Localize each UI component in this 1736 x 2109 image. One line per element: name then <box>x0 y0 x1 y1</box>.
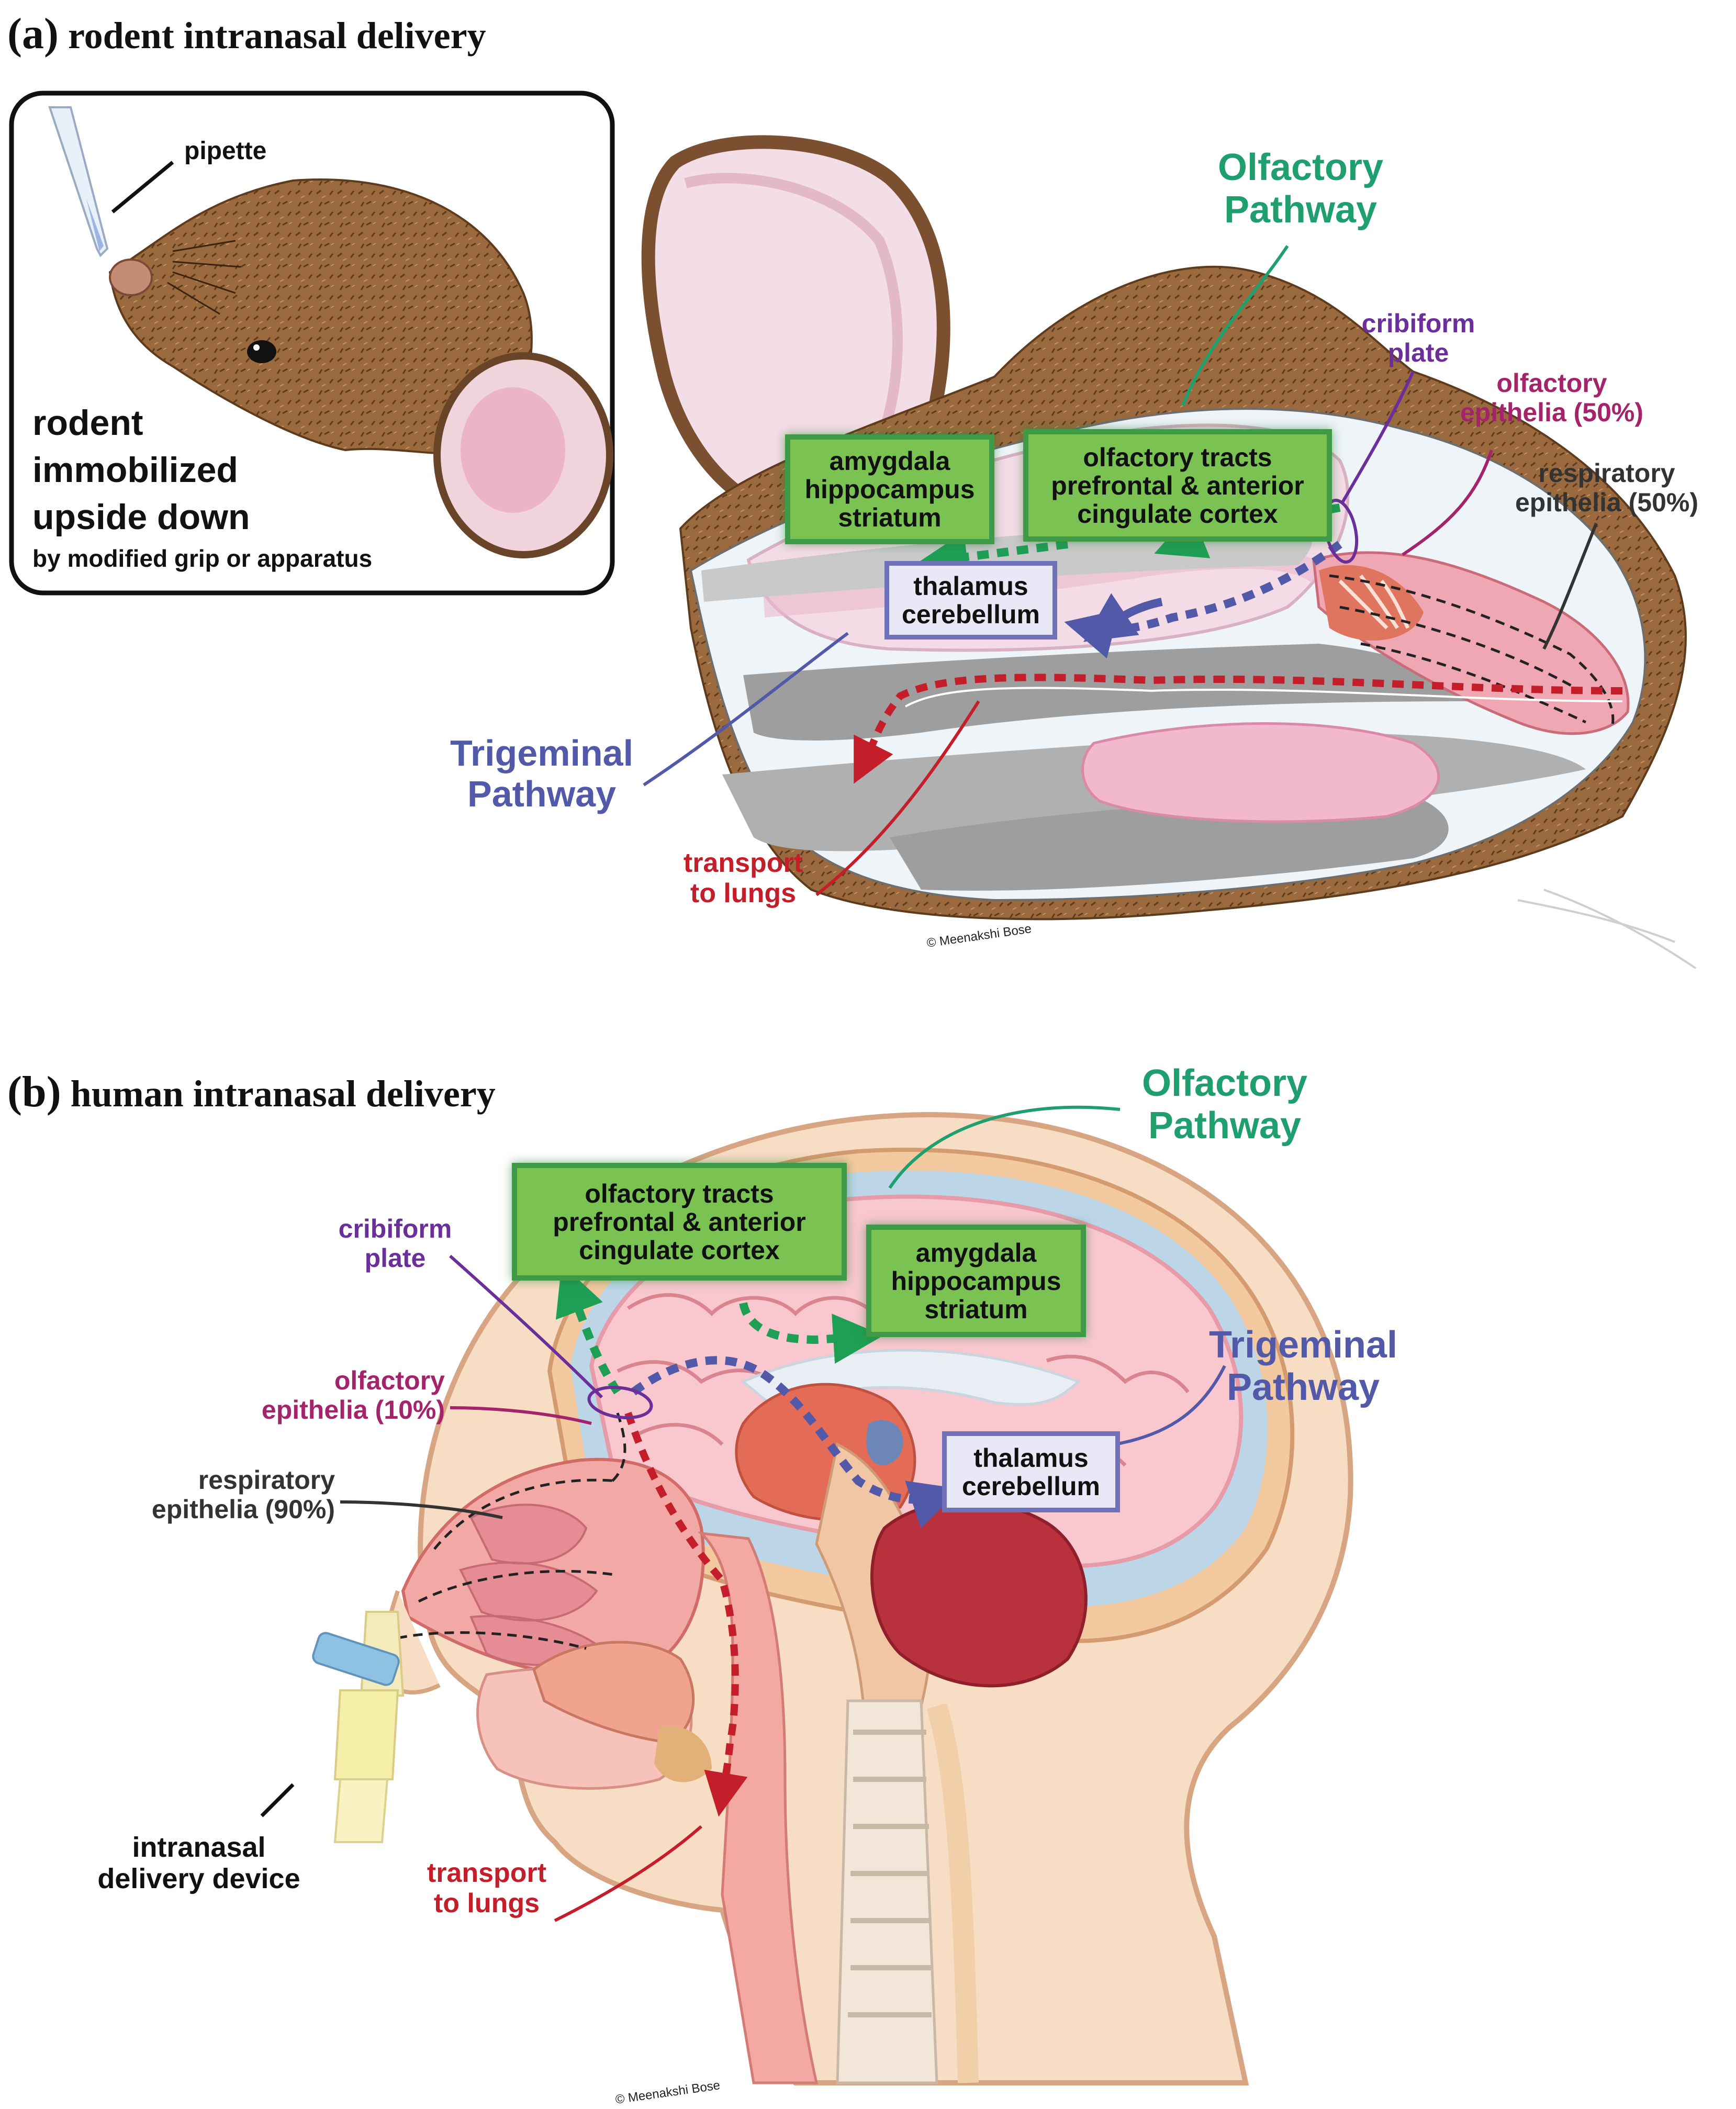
human-cribiform-marker <box>587 1386 653 1419</box>
human-cribiform-line1: cribiform <box>338 1214 452 1243</box>
human-olfactory-pathway-line2: Pathway <box>1148 1104 1302 1147</box>
rodent-olfactory-pathway-line1: Olfactory <box>1217 147 1384 188</box>
rodent-olf-epi-line2: epithelia (50%) <box>1460 398 1644 427</box>
human-trigeminal-arrow <box>631 1356 961 1529</box>
pipette-label: pipette <box>184 137 267 165</box>
human-trigeminal-line2: Pathway <box>1226 1366 1380 1408</box>
human-olf-epi-line2: epithelia (10%) <box>261 1395 445 1424</box>
human-olfactory-pathway-label: Olfactory Pathway <box>1136 1062 1314 1147</box>
rodent-inset-panel <box>9 91 615 596</box>
human-thalamus: thalamus <box>973 1443 1089 1473</box>
rodent-lungs-label: transport to lungs <box>665 848 822 908</box>
panel-a-title: (a) rodent intranasal delivery <box>7 9 486 59</box>
device-line1: intranasal <box>132 1832 266 1863</box>
rodent-limbic-amygdala: amygdala <box>829 446 950 476</box>
human-thalamus-box: thalamus cerebellum <box>942 1431 1120 1512</box>
human-olfactory-box: olfactory tracts prefrontal & anterior c… <box>512 1163 847 1281</box>
rodent-cerebellum: cerebellum <box>901 600 1040 629</box>
rodent-immobilized-label-3: upside down <box>32 497 250 537</box>
human-respiratory-epithelia-label: respiratory epithelia (90%) <box>105 1465 335 1524</box>
human-olf-epi-line1: olfactory <box>334 1366 445 1395</box>
rodent-trigeminal-line1: Trigeminal <box>450 733 634 773</box>
rodent-trigeminal-pathway-label: Trigeminal Pathway <box>440 733 644 815</box>
rodent-cribiform-line2: plate <box>1387 338 1449 367</box>
rodent-limbic-hippocampus: hippocampus <box>804 475 975 504</box>
device-line2: delivery device <box>97 1863 300 1895</box>
rodent-olfactory-arrow-2 <box>917 532 1068 582</box>
human-trigeminal-line1: Trigeminal <box>1208 1324 1398 1366</box>
human-lungs-arrow <box>624 1411 748 1817</box>
rodent-olfactory-pathway-label: Olfactory Pathway <box>1214 147 1387 231</box>
rodent-immobilized-label-2: immobilized <box>32 450 238 490</box>
rodent-resp-epi-line2: epithelia (50%) <box>1515 488 1699 517</box>
human-resp-epi-line1: respiratory <box>198 1465 335 1495</box>
panel-b-letter: (b) <box>7 1068 61 1116</box>
panel-a-letter: (a) <box>7 9 59 58</box>
rodent-lungs-line1: transport <box>683 848 803 878</box>
human-limbic-hippocampus: hippocampus <box>891 1266 1061 1296</box>
intranasal-device-icon <box>312 1611 405 1843</box>
human-olfactory-arrow-right <box>739 1302 883 1364</box>
rodent-thalamus-box: thalamus cerebellum <box>884 561 1057 640</box>
rodent-lungs-arrow <box>854 674 1623 784</box>
human-cerebellum: cerebellum <box>961 1471 1100 1501</box>
human-limbic-box: amygdala hippocampus striatum <box>866 1225 1086 1337</box>
rodent-olfactory-box: olfactory tracts prefrontal & anterior c… <box>1023 429 1332 542</box>
rodent-thalamus: thalamus <box>913 571 1028 601</box>
rodent-limbic-striatum: striatum <box>838 503 942 532</box>
rodent-prefrontal: prefrontal & anterior <box>1051 470 1304 500</box>
rodent-olf-epi-line1: olfactory <box>1496 368 1607 398</box>
human-limbic-amygdala: amygdala <box>915 1238 1037 1267</box>
human-cingulate: cingulate cortex <box>579 1235 780 1265</box>
panel-b-title: (b) human intranasal delivery <box>7 1068 496 1117</box>
human-lungs-label: transport to lungs <box>408 1858 565 1919</box>
rodent-trigeminal-line2: Pathway <box>467 773 616 815</box>
human-lungs-line1: transport <box>427 1858 547 1888</box>
human-trigeminal-pathway-label: Trigeminal Pathway <box>1199 1324 1408 1408</box>
human-olfactory-epithelia-label: olfactory epithelia (10%) <box>220 1366 445 1424</box>
rodent-olfactory-epithelia-label: olfactory epithelia (50%) <box>1455 368 1649 427</box>
human-cribiform-label: cribiform plate <box>324 1214 466 1273</box>
human-olfactory-pathway-line1: Olfactory <box>1141 1062 1308 1104</box>
rodent-head-illustration <box>108 178 613 558</box>
pipette-icon <box>48 106 109 257</box>
panel-b-title-text: human intranasal delivery <box>70 1073 496 1115</box>
rodent-cingulate: cingulate cortex <box>1077 499 1278 529</box>
panel-a-title-text: rodent intranasal delivery <box>68 15 486 57</box>
human-olfactory-tracts: olfactory tracts <box>585 1179 774 1208</box>
rodent-limbic-box: amygdala hippocampus striatum <box>785 434 994 544</box>
rodent-immobilized-label-4: by modified grip or apparatus <box>32 545 373 572</box>
human-resp-epi-line2: epithelia (90%) <box>151 1495 335 1524</box>
human-cribiform-line2: plate <box>364 1243 426 1273</box>
rodent-cribiform-line1: cribiform <box>1361 309 1475 338</box>
rodent-sagittal-illustration <box>641 135 1697 969</box>
rodent-olfactory-tracts: olfactory tracts <box>1083 442 1272 472</box>
human-lungs-line2: to lungs <box>433 1888 540 1919</box>
rodent-immobilized-label-1: rodent <box>32 403 143 443</box>
human-prefrontal: prefrontal & anterior <box>553 1207 806 1237</box>
human-limbic-striatum: striatum <box>924 1294 1028 1324</box>
rodent-lungs-line2: to lungs <box>690 878 797 909</box>
rodent-resp-epi-line1: respiratory <box>1538 458 1675 488</box>
rodent-cribiform-label: cribiform plate <box>1345 309 1492 367</box>
rodent-trigeminal-arrow-2 <box>1083 593 1163 642</box>
rodent-olfactory-pathway-line2: Pathway <box>1224 188 1377 231</box>
intranasal-device-label: intranasal delivery device <box>73 1832 324 1895</box>
rodent-respiratory-epithelia-label: respiratory epithelia (50%) <box>1497 458 1717 517</box>
